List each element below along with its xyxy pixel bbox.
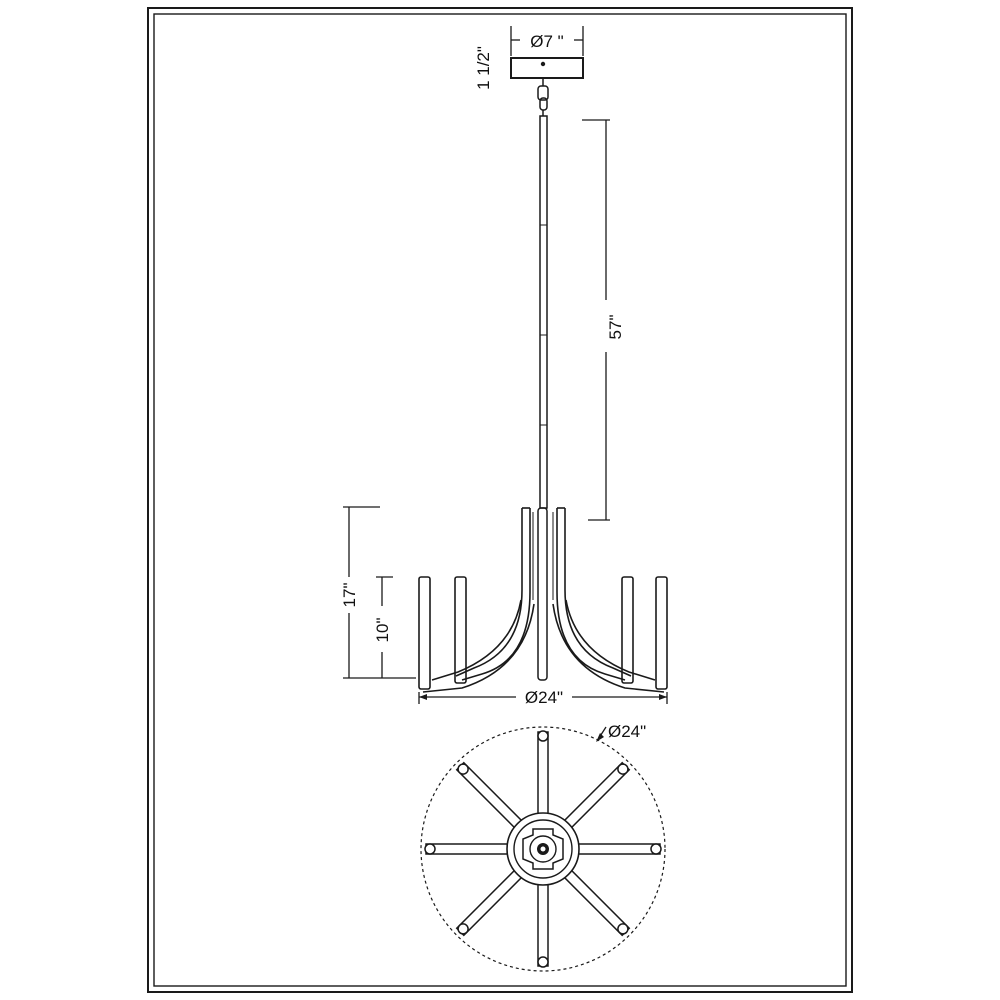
overall-height-label: 17" — [340, 583, 359, 608]
fixture-height-label: 10" — [373, 618, 392, 643]
dimension-side-diameter: Ø24" — [418, 688, 668, 707]
drop-length-label: 57" — [606, 315, 625, 340]
center-arms — [455, 507, 632, 681]
plan-outline-circle — [420, 726, 666, 972]
dimension-plan-diameter: Ø24" — [596, 722, 646, 742]
canopy-diameter-label: Ø7 " — [530, 32, 563, 51]
dimension-canopy-diameter: Ø7 " — [510, 26, 584, 56]
stem-rod — [539, 115, 548, 509]
plan-diameter-label: Ø24" — [608, 722, 646, 741]
chain-link — [537, 78, 549, 116]
canopy-height-label: 1 1/2" — [474, 46, 493, 90]
plan-center-hub — [506, 812, 580, 886]
dimension-overall-height: 17" — [340, 506, 416, 679]
drawing-frame — [147, 7, 853, 993]
outer-arms — [422, 599, 665, 693]
light-bars — [418, 576, 668, 690]
canopy — [510, 57, 584, 79]
center-light-tubes — [532, 507, 554, 681]
elevation-view: Ø7 " 1 1/2" 57" 17" 10" — [340, 26, 668, 707]
dimension-canopy-height: 1 1/2" — [474, 46, 493, 90]
plan-view: Ø24" — [420, 722, 666, 972]
dimension-fixture-height: 10" — [373, 576, 393, 678]
side-diameter-label: Ø24" — [525, 688, 563, 707]
dimension-drop-length: 57" — [582, 119, 625, 521]
